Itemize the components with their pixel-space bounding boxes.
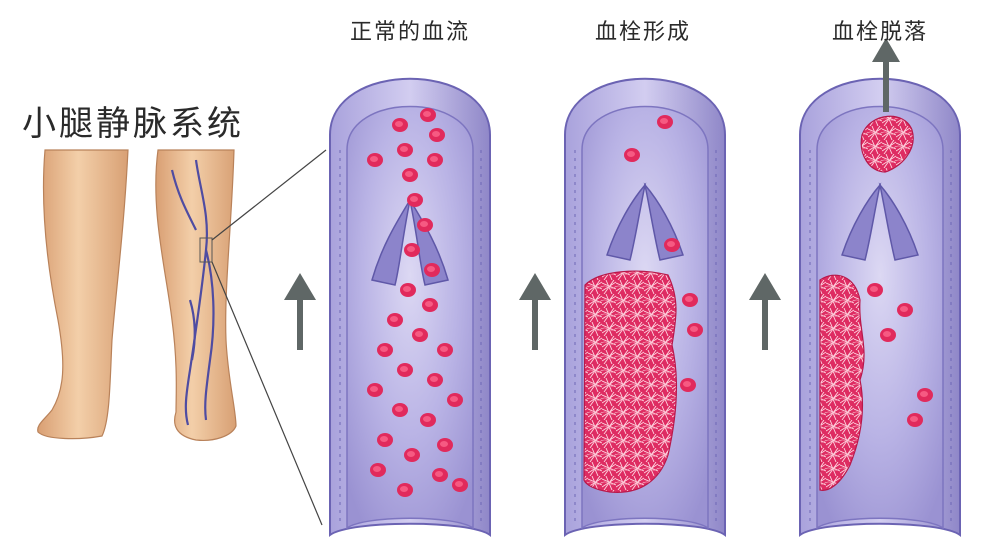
vessel-normal [329,77,491,537]
thrombus [583,270,677,493]
right-leg [155,149,237,441]
vessel-clot-detachment [799,38,961,537]
detached-embolus [860,115,914,173]
calf-highlight [199,237,213,263]
remaining-thrombus [819,274,865,491]
label-normal-flow: 正常的血流 [349,20,471,45]
up-arrow-icon [519,273,551,350]
leg-veins [170,159,215,426]
up-arrow-icon [872,38,900,112]
vessel-clot-formation [564,77,726,537]
zoom-line-top [211,149,327,241]
up-arrow-icon [284,273,316,350]
left-leg [37,149,129,440]
zoom-line-bottom [211,261,323,526]
main-title: 小腿静脉系统 [22,104,244,144]
label-clot-detachment: 血栓脱落 [831,20,929,45]
label-clot-formation: 血栓形成 [594,20,692,45]
legs-illustration [37,149,327,526]
up-arrow-icon [749,273,781,350]
